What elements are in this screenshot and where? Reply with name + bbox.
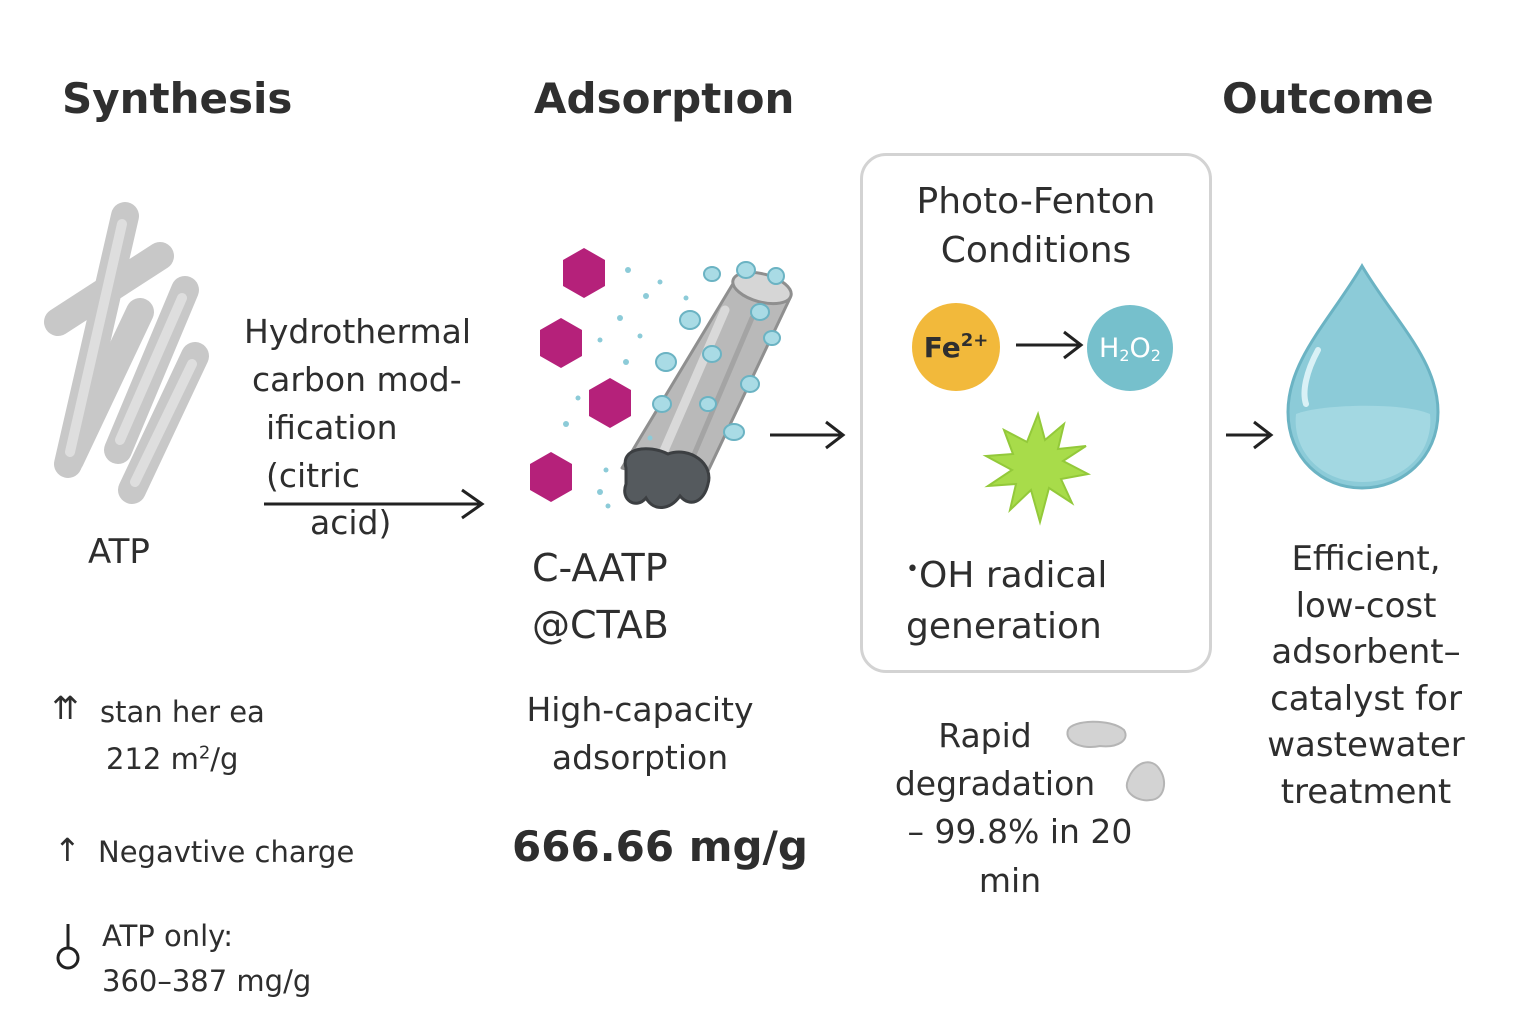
atp-label: ATP xyxy=(88,532,150,572)
process-line: ification (citric xyxy=(266,407,398,495)
hexagon-icon xyxy=(589,378,631,428)
property-atp-only: ATP only: 360–387 mg/g xyxy=(52,914,311,1004)
double-up-arrow-icon: ⇈ xyxy=(52,689,79,727)
process-line: Hydrothermal xyxy=(244,312,472,351)
hexagon-icon xyxy=(563,248,605,298)
synthesis-heading: Synthesis xyxy=(62,74,293,123)
adsorption-description: High-capacity adsorption xyxy=(526,690,754,777)
product-label: C-AATP @CTAB xyxy=(532,546,669,647)
hexagon-icon xyxy=(530,452,572,502)
property-line: ATP only: xyxy=(102,919,234,953)
property-value: 212 m2/g xyxy=(106,741,239,776)
photo-fenton-box xyxy=(860,153,1212,673)
adsorption-capacity: 666.66 mg/g xyxy=(512,822,808,871)
process-line: carbon mod- xyxy=(252,359,462,399)
hexagon-molecules xyxy=(530,248,631,502)
degradation-description: Rapid degradation – 99.8% in 20 min xyxy=(894,716,1133,900)
adsorption-heading: Adsorptıon xyxy=(534,74,795,123)
radical-label: •OH radical generation xyxy=(906,555,1108,648)
process-line: acid) xyxy=(310,503,392,543)
property-line: Negavtive charge xyxy=(98,835,355,869)
property-line: stan her ea xyxy=(100,695,265,729)
property-surface-area: ⇈ stan her ea 212 m2/g xyxy=(52,689,265,782)
property-charge: ↑ Negavtive charge xyxy=(52,830,354,875)
carbon-rod xyxy=(620,270,793,509)
up-arrow-icon: ↑ xyxy=(54,831,81,869)
property-value: 360–387 mg/g xyxy=(102,963,312,998)
process-description: Hydrothermal carbon mod- ification (citr… xyxy=(244,308,494,547)
outcome-heading: Outcome xyxy=(1222,74,1434,123)
hexagon-icon xyxy=(540,318,582,368)
ring-pin-icon xyxy=(56,924,80,970)
outcome-description: Efficient, low-cost adsorbent– catalyst … xyxy=(1267,539,1465,812)
photo-fenton-title: Photo-Fenton Conditions xyxy=(916,181,1156,271)
